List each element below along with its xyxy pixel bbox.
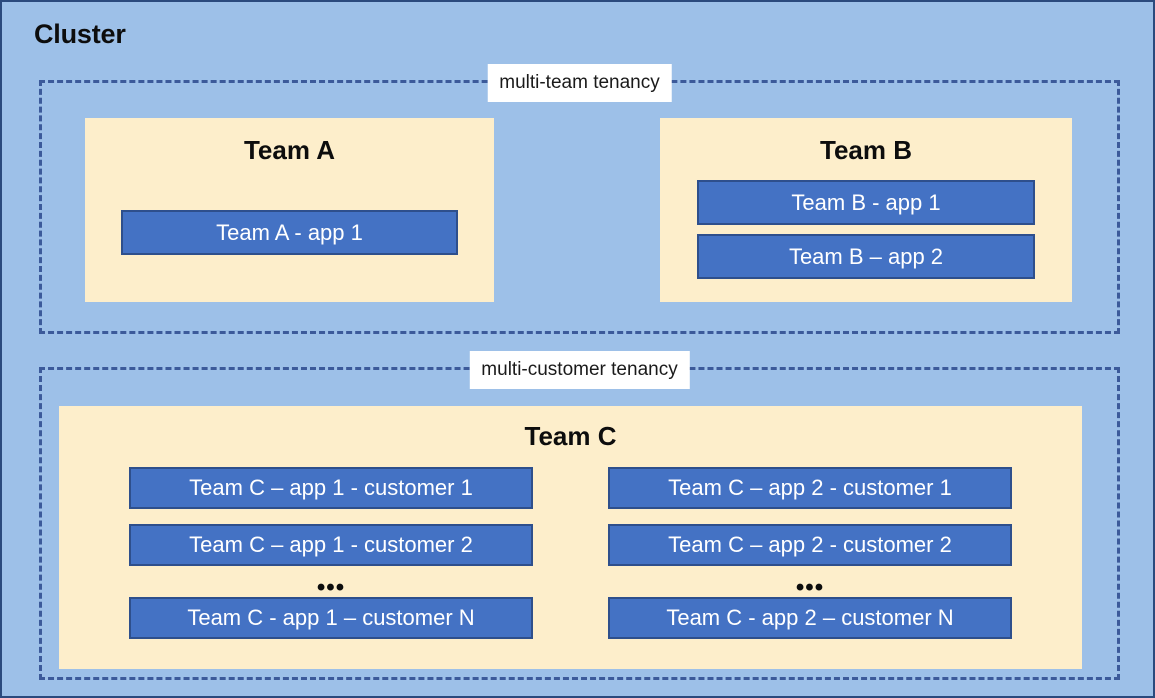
zone-multi-customer-tenancy: multi-customer tenancy — [39, 351, 1120, 680]
team-panel-a: Team A Team A - app 1 — [85, 118, 494, 302]
ellipsis-team-c-app-1: ••• — [316, 574, 346, 601]
app-chip-team-c-app-2-customer-2[interactable]: Team C – app 2 - customer 2 — [608, 524, 1012, 566]
team-b-title: Team B — [820, 135, 912, 165]
app-chip-team-b-app-1[interactable]: Team B - app 1 — [697, 180, 1035, 225]
zone-multi-team-tenancy: multi-team tenancy — [39, 64, 1120, 334]
app-chip-team-c-app-2-customer-1[interactable]: Team C – app 2 - customer 1 — [608, 467, 1012, 509]
team-c-app-columns: Team C – app 1 - customer 1 Team C – app… — [59, 467, 1082, 654]
app-chip-team-c-app-1-customer-n[interactable]: Team C - app 1 – customer N — [129, 597, 533, 639]
app-chip-team-c-app-2-customer-n[interactable]: Team C - app 2 – customer N — [608, 597, 1012, 639]
team-panel-b: Team B Team B - app 1 Team B – app 2 — [660, 118, 1072, 302]
ellipsis-team-c-app-2: ••• — [795, 574, 825, 601]
app-chip-team-c-app-1-customer-2[interactable]: Team C – app 1 - customer 2 — [129, 524, 533, 566]
app-chip-team-c-app-1-customer-1[interactable]: Team C – app 1 - customer 1 — [129, 467, 533, 509]
zone-label-multi-team-tenancy: multi-team tenancy — [487, 64, 672, 102]
app-chip-team-b-app-2[interactable]: Team B – app 2 — [697, 234, 1035, 279]
team-c-app-2-column: Team C – app 2 - customer 1 Team C – app… — [608, 467, 1012, 654]
app-chip-team-a-app-1[interactable]: Team A - app 1 — [121, 210, 458, 255]
team-c-title: Team C — [524, 421, 617, 451]
team-c-app-1-column: Team C – app 1 - customer 1 Team C – app… — [129, 467, 533, 654]
team-b-app-list: Team B - app 1 Team B – app 2 — [697, 180, 1035, 279]
team-a-title: Team A — [243, 135, 336, 165]
team-panel-c: Team C Team C – app 1 - customer 1 Team … — [59, 406, 1082, 669]
zone-label-multi-customer-tenancy: multi-customer tenancy — [469, 351, 690, 389]
team-a-app-list: Team A - app 1 — [121, 210, 458, 255]
cluster-title: Cluster — [34, 19, 126, 49]
